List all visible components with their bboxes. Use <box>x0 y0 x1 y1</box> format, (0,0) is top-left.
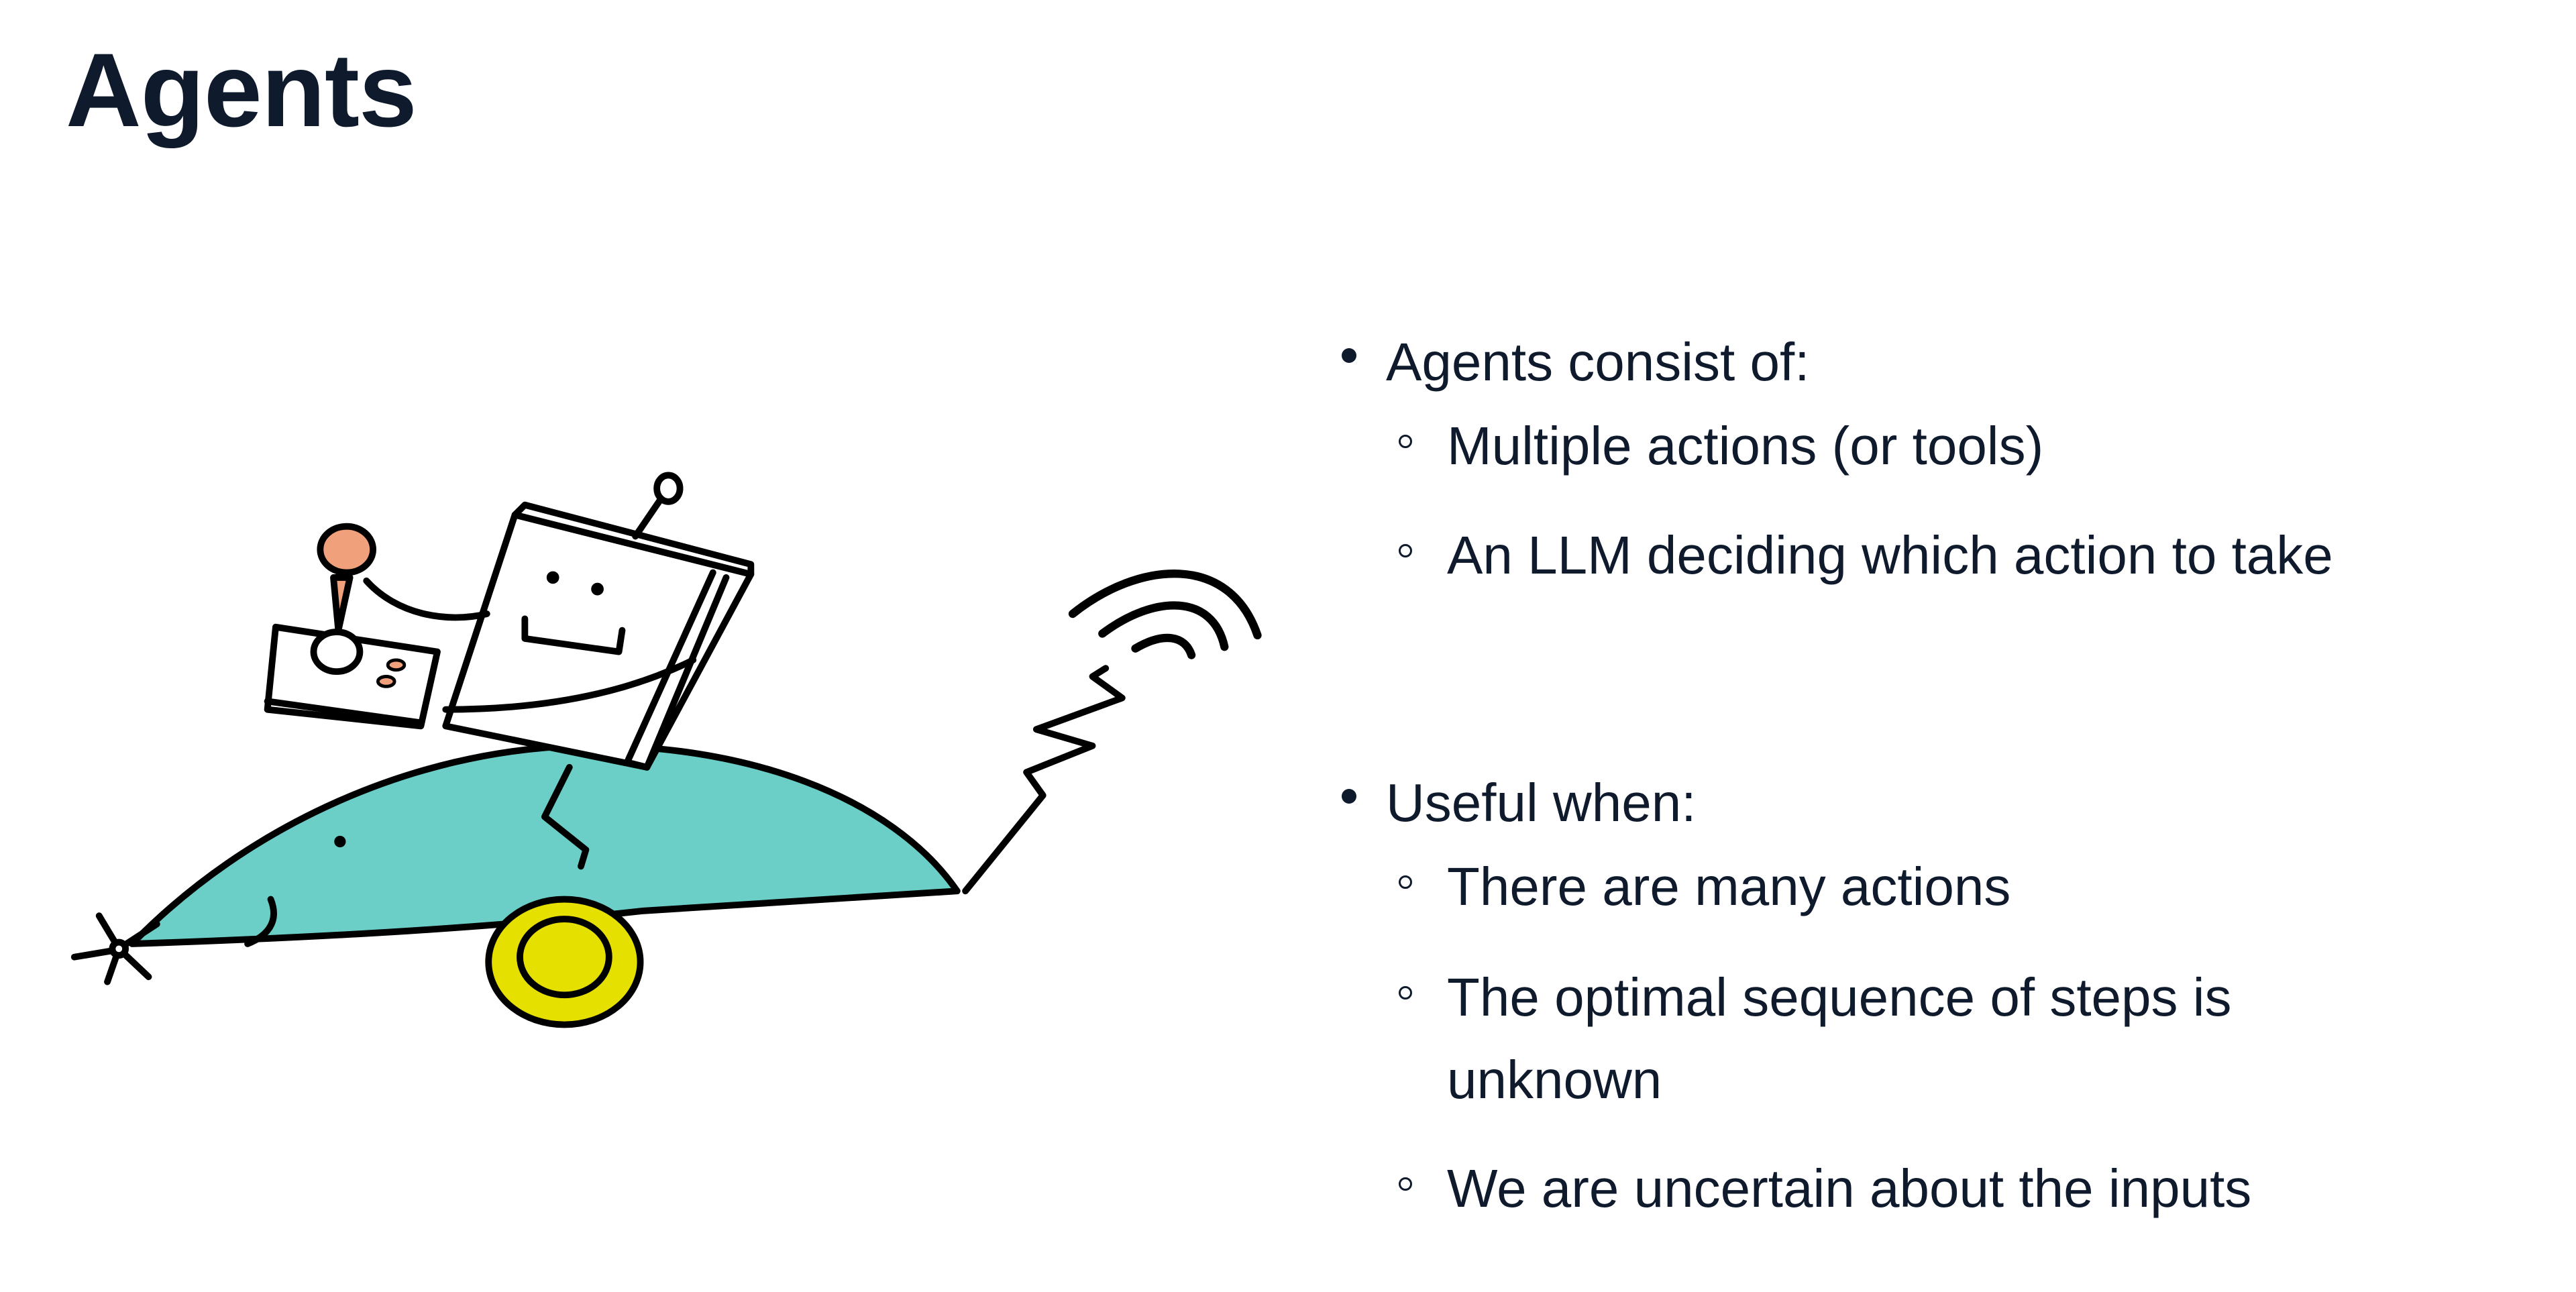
sub-bullet-icon <box>1399 986 1412 1000</box>
car-body <box>129 742 961 947</box>
bullet-icon <box>1342 789 1356 804</box>
sub-bullet-item: The optimal sequence of steps is <box>1447 967 2232 1027</box>
robot-head <box>442 472 755 771</box>
wheel <box>485 896 644 1028</box>
slide-title: Agents <box>66 32 417 149</box>
sub-bullet-item-continued: unknown <box>1447 1050 1662 1110</box>
controller <box>264 523 490 730</box>
sub-bullet-item: An LLM deciding which action to take <box>1447 525 2333 585</box>
robot-leg <box>541 763 590 870</box>
sub-bullet-item: There are many actions <box>1447 857 2011 916</box>
sub-bullet-item: We are uncertain about the inputs <box>1447 1159 2252 1218</box>
bullet-icon <box>1342 348 1356 363</box>
wifi-signal-icon <box>1068 570 1262 659</box>
sub-bullet-icon <box>1399 544 1412 557</box>
sub-bullet-icon <box>1399 875 1412 889</box>
tail-tuft <box>70 912 160 985</box>
sub-bullet-icon <box>1399 1177 1412 1191</box>
sub-bullet-icon <box>1399 435 1412 448</box>
bullet-item: Useful when: <box>1386 773 1697 832</box>
antenna-wire <box>962 665 1126 895</box>
bullet-item: Agents consist of: <box>1386 332 1810 392</box>
sub-bullet-item: Multiple actions (or tools) <box>1447 416 2044 476</box>
